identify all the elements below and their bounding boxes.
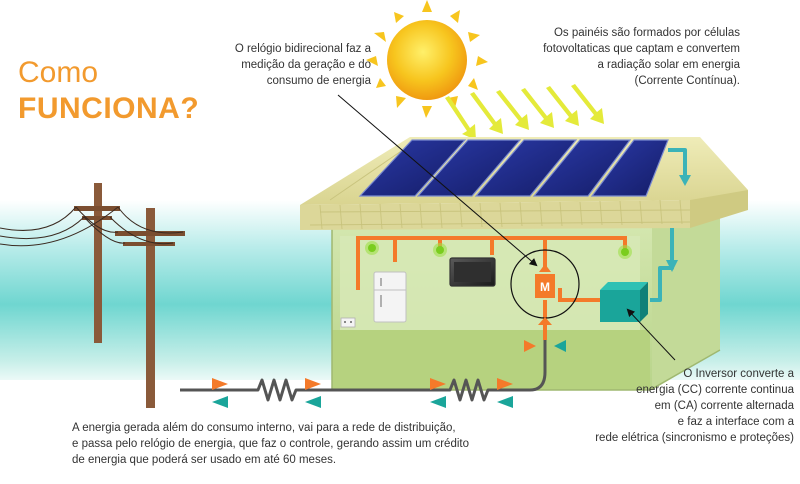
title-line-1: Como <box>18 56 99 89</box>
meter-annotation-line: O relógio bidirecional faz a <box>234 43 371 55</box>
grid-annotation: A energia gerada além do consumo interno… <box>72 420 552 468</box>
house <box>300 137 748 391</box>
grid-flow-arrows <box>212 317 566 408</box>
inverter-annotation-line: em (CA) corrente alternada <box>654 400 794 412</box>
dc-wire <box>650 148 687 302</box>
meter-callout-line <box>337 94 538 267</box>
grid-line <box>180 340 547 402</box>
inverter-annotation-line: energia (CC) corrente continua <box>636 384 794 396</box>
inverter-annotation-line: rede elétrica (sincronismo e proteções) <box>595 432 794 444</box>
sun-icon <box>366 0 488 118</box>
refrigerator-icon <box>373 271 407 323</box>
grid-annotation-line: e passa pelo relógio de energia, que faz… <box>72 438 469 450</box>
panels-annotation: Os painéis são formados por células foto… <box>530 25 740 89</box>
lamp-icons <box>365 241 632 259</box>
meter-annotation-line: medição da geração e do <box>241 59 371 71</box>
inverter-annotation: O Inversor converte a energia (CC) corre… <box>582 366 794 446</box>
solar-panels <box>358 139 669 197</box>
dc-arrow-2 <box>666 260 678 272</box>
inverter-annotation-line: e faz a interface com a <box>677 416 794 428</box>
dc-arrow-1 <box>679 175 691 186</box>
panels-annotation-line: (Corrente Contínua). <box>634 75 740 87</box>
inverter-callout-line <box>626 308 676 361</box>
meter-annotation: O relógio bidirecional faz a medição da … <box>226 41 371 89</box>
ground <box>0 380 800 484</box>
meter-annotation-line: consumo de energia <box>266 75 371 87</box>
grid-annotation-line: A energia gerada além do consumo interno… <box>72 422 456 434</box>
outlet-icon <box>340 317 356 328</box>
tv-icon <box>449 257 496 287</box>
inverter-annotation-line: O Inversor converte a <box>683 368 794 380</box>
panels-annotation-line: fotovoltaticas que captam e convertem <box>543 43 740 55</box>
grid-annotation-line: de energia que poderá ser usado em até 6… <box>72 454 337 466</box>
inverter-icon <box>600 282 648 322</box>
meter-label: M <box>540 280 550 294</box>
title-line-2: FUNCIONA? <box>18 92 200 125</box>
solar-radiation-arrows <box>445 84 604 140</box>
utility-poles <box>0 183 185 408</box>
panels-annotation-line: a radiação solar em energia <box>597 59 740 71</box>
panels-annotation-line: Os painéis são formados por células <box>553 27 740 39</box>
